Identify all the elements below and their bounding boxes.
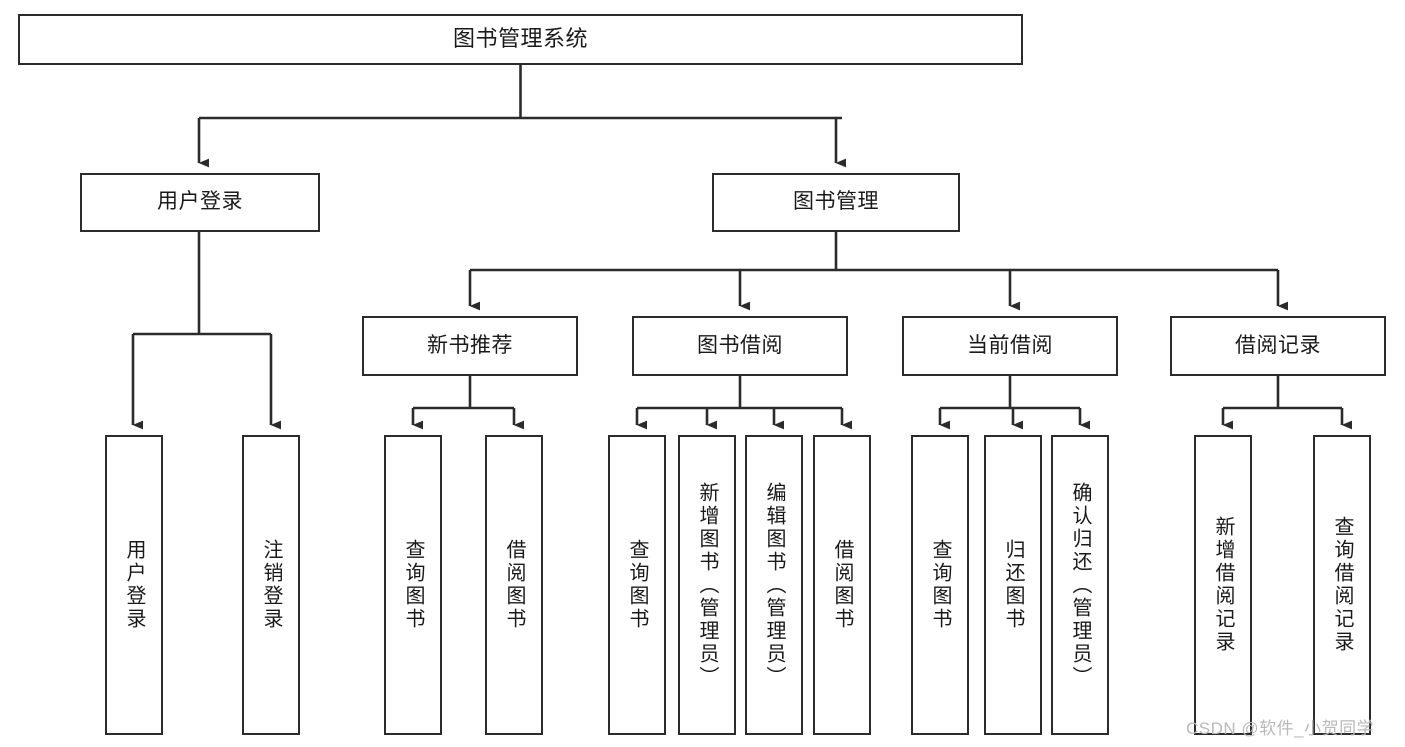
node-book-manage-label: 图书管理 [793, 190, 879, 214]
node-leaf-add-record[interactable]: 新增借阅记录 [1194, 435, 1252, 735]
node-leaf-add-book[interactable]: 新增图书（管理员） [678, 435, 736, 735]
node-leaf-borrow-book-1-label: 借阅图书 [503, 539, 525, 631]
node-leaf-return-book-label: 归还图书 [1002, 539, 1024, 631]
node-leaf-user-login-label: 用户登录 [123, 539, 145, 631]
node-leaf-user-logout[interactable]: 注销登录 [242, 435, 300, 735]
node-leaf-return-book[interactable]: 归还图书 [984, 435, 1042, 735]
node-book-borrow-label: 图书借阅 [697, 333, 783, 357]
node-leaf-edit-book[interactable]: 编辑图书（管理员） [745, 435, 803, 735]
node-current-borrow-label: 当前借阅 [967, 333, 1053, 357]
node-new-book-rec-label: 新书推荐 [427, 333, 513, 357]
node-borrow-record-label: 借阅记录 [1235, 333, 1321, 357]
node-leaf-borrow-book-2[interactable]: 借阅图书 [813, 435, 871, 735]
node-leaf-query-book-3[interactable]: 查询图书 [911, 435, 969, 735]
node-leaf-query-book-3-label: 查询图书 [929, 539, 951, 631]
node-new-book-rec[interactable]: 新书推荐 [362, 316, 578, 376]
node-book-manage[interactable]: 图书管理 [712, 173, 960, 232]
node-leaf-borrow-book-1[interactable]: 借阅图书 [485, 435, 543, 735]
node-borrow-record[interactable]: 借阅记录 [1170, 316, 1386, 376]
node-leaf-query-book-1-label: 查询图书 [402, 539, 424, 631]
node-leaf-edit-book-label: 编辑图书（管理员） [763, 481, 785, 689]
node-leaf-add-record-label: 新增借阅记录 [1212, 516, 1234, 654]
node-root[interactable]: 图书管理系统 [18, 14, 1023, 65]
node-leaf-query-record-label: 查询借阅记录 [1331, 516, 1353, 654]
node-root-label: 图书管理系统 [452, 26, 588, 52]
node-leaf-query-book-2[interactable]: 查询图书 [608, 435, 666, 735]
node-current-borrow[interactable]: 当前借阅 [902, 316, 1118, 376]
node-leaf-query-book-1[interactable]: 查询图书 [384, 435, 442, 735]
node-leaf-query-record[interactable]: 查询借阅记录 [1313, 435, 1371, 735]
node-leaf-user-login[interactable]: 用户登录 [105, 435, 163, 735]
node-user-login[interactable]: 用户登录 [80, 173, 320, 232]
node-leaf-confirm-return[interactable]: 确认归还（管理员） [1051, 435, 1109, 735]
csdn-watermark: CSDN @软件_小贺同学 [1186, 719, 1375, 738]
node-leaf-borrow-book-2-label: 借阅图书 [831, 539, 853, 631]
node-leaf-confirm-return-label: 确认归还（管理员） [1069, 481, 1091, 689]
node-leaf-query-book-2-label: 查询图书 [626, 539, 648, 631]
node-leaf-add-book-label: 新增图书（管理员） [696, 481, 718, 689]
node-leaf-user-logout-label: 注销登录 [260, 539, 282, 631]
node-user-login-label: 用户登录 [157, 190, 243, 214]
node-book-borrow[interactable]: 图书借阅 [632, 316, 848, 376]
